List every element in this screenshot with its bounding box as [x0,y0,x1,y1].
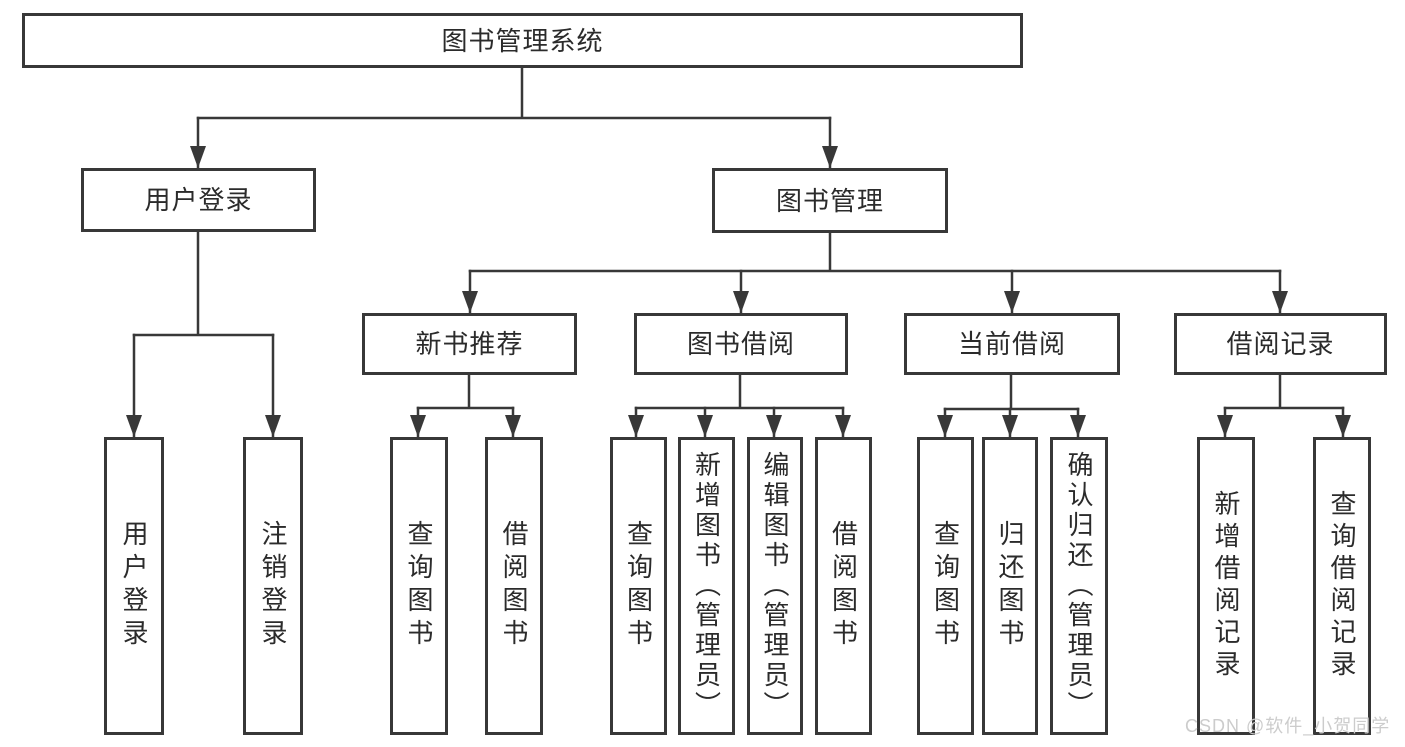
leaf-return-book: 归还图书 [982,437,1038,735]
leaf-borrow-book: 借阅图书 [815,437,872,735]
node-label: 用户登录 [119,520,149,652]
leaf-confirm-return-admin: 确认归还（管理员） [1050,437,1108,735]
node-book-management: 图书管理 [712,168,948,233]
node-new-book-recommend: 新书推荐 [362,313,577,375]
node-label: 注销登录 [258,520,288,652]
node-label: 查询图书 [930,520,961,652]
node-label: 用户登录 [144,185,253,215]
node-borrow-records: 借阅记录 [1174,313,1387,375]
node-library-management-system: 图书管理系统 [22,13,1023,68]
node-label: 查询图书 [404,520,434,652]
node-label: 借阅图书 [828,520,859,652]
node-label: 查询图书 [623,520,654,652]
node-label: 图书借阅 [686,329,795,359]
node-label: 新增图书（管理员） [691,451,722,721]
node-label: 新增借阅记录 [1211,490,1241,682]
leaf-logout: 注销登录 [243,437,303,735]
node-label: 借阅图书 [499,520,529,652]
node-label: 当前借阅 [957,329,1066,359]
node-label: 图书管理系统 [441,25,604,56]
node-current-borrow: 当前借阅 [904,313,1120,375]
node-label: 编辑图书（管理员） [760,451,790,721]
node-label: 归还图书 [995,520,1025,652]
csdn-watermark: CSDN @软件_小贺同学 [1185,716,1391,736]
node-label: 新书推荐 [415,329,524,359]
leaf-add-borrow-record: 新增借阅记录 [1197,437,1255,735]
leaf-user-login: 用户登录 [104,437,164,735]
leaf-query-borrow-record: 查询借阅记录 [1313,437,1371,735]
node-book-borrow: 图书借阅 [634,313,848,375]
leaf-edit-book-admin: 编辑图书（管理员） [747,437,803,735]
node-user-login: 用户登录 [81,168,316,232]
leaf-add-book-admin: 新增图书（管理员） [678,437,735,735]
leaf-query-books-current: 查询图书 [917,437,974,735]
leaf-query-books-recommend: 查询图书 [390,437,448,735]
leaf-borrow-books-recommend: 借阅图书 [485,437,543,735]
node-label: 查询借阅记录 [1327,490,1357,682]
leaf-query-books-borrow: 查询图书 [610,437,667,735]
node-label: 借阅记录 [1226,329,1335,359]
node-label: 确认归还（管理员） [1064,451,1094,721]
node-label: 图书管理 [775,185,884,216]
